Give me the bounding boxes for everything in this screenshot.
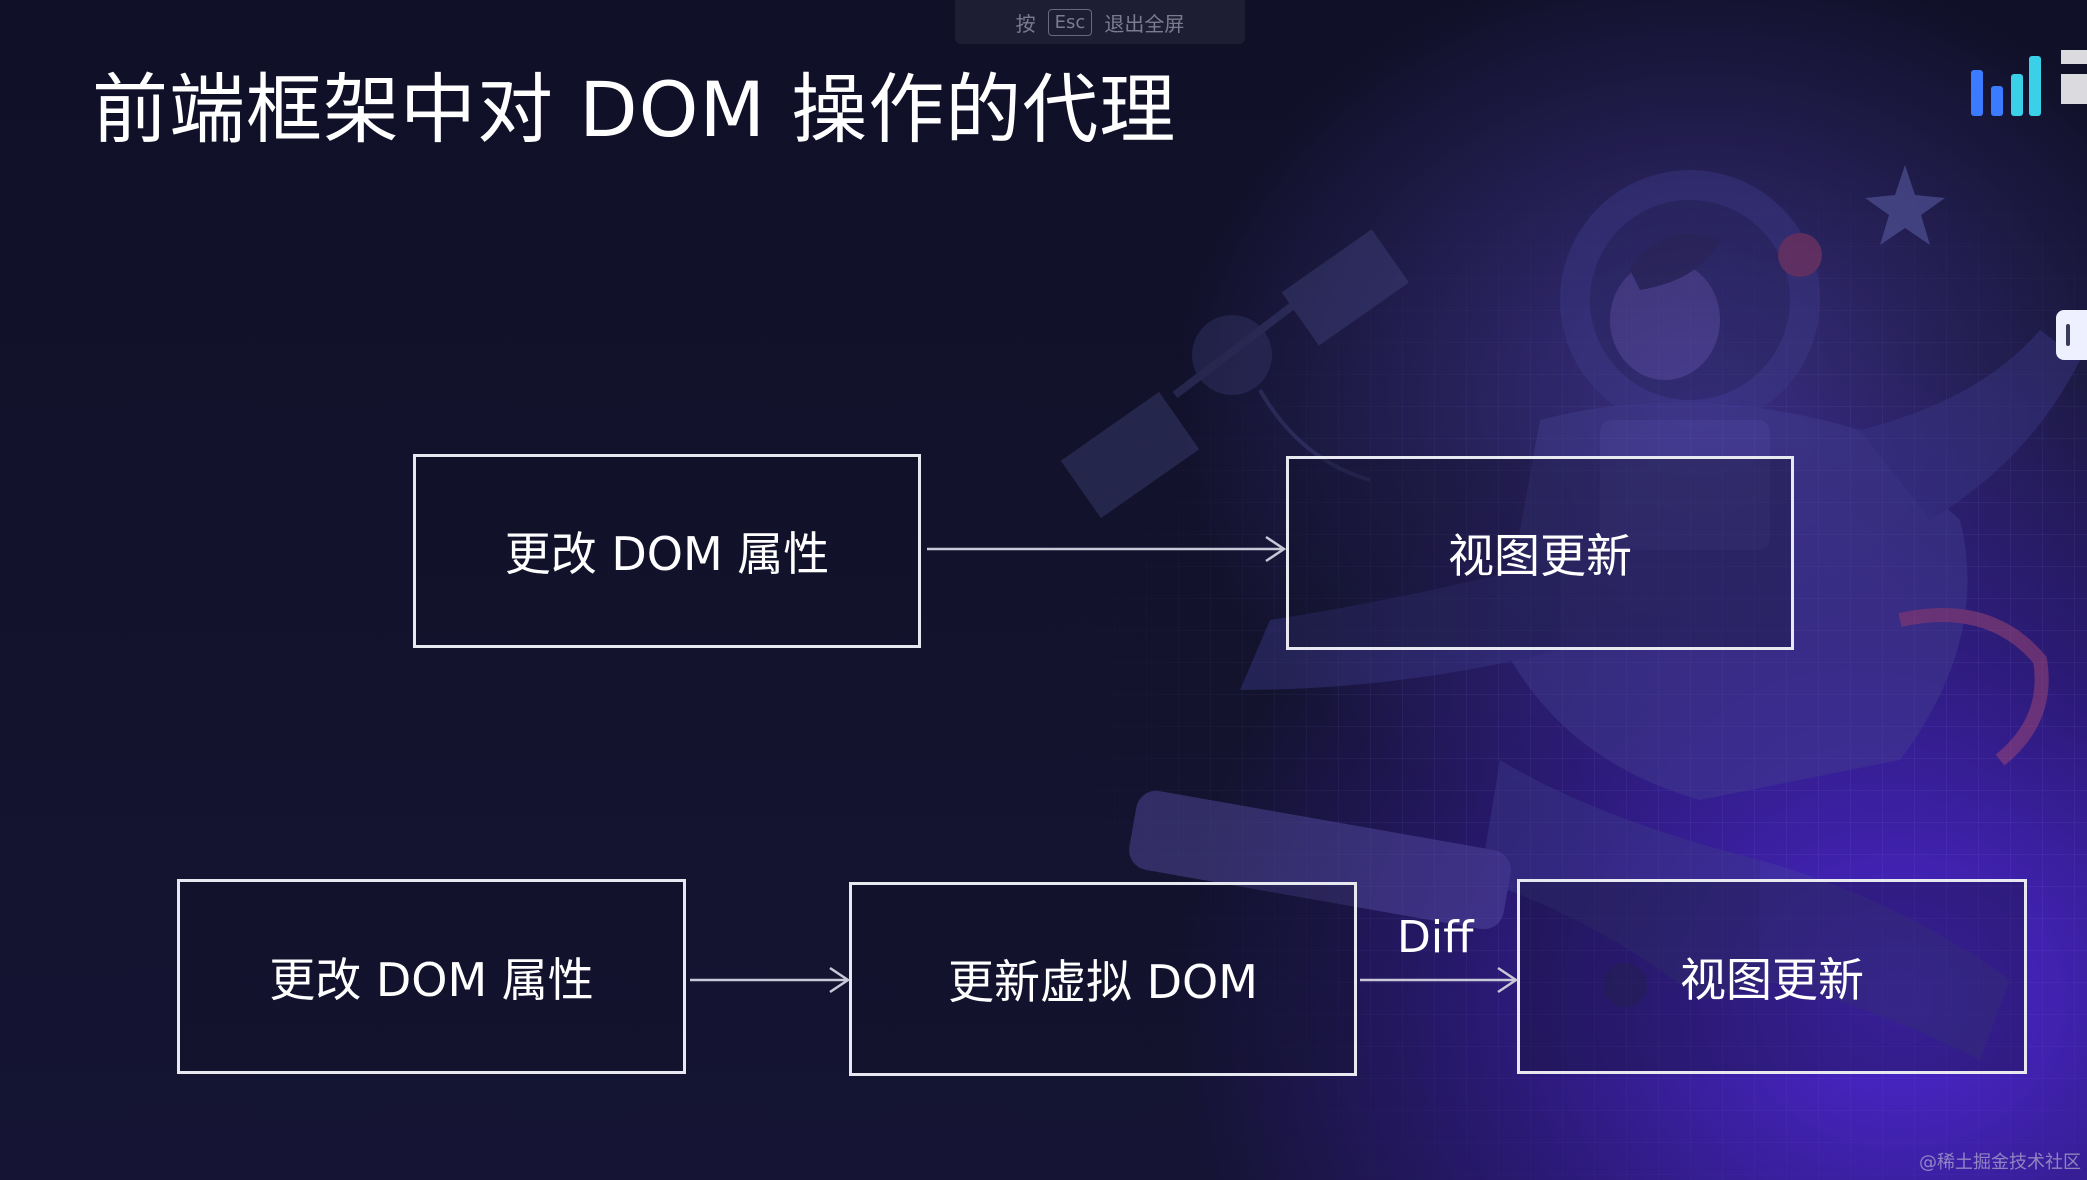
row1-change-dom-attr-label: 更改 DOM 属性 (504, 527, 830, 581)
row2-change-dom-attr-box: 更改 DOM 属性 (177, 879, 686, 1074)
row1-view-update-box: 视图更新 (1286, 456, 1794, 650)
side-panel-tab[interactable] (2056, 310, 2087, 360)
row1-change-dom-attr-box: 更改 DOM 属性 (413, 454, 921, 648)
bar-chart-logo-icon (1971, 50, 2087, 116)
row2-change-dom-attr-label: 更改 DOM 属性 (269, 952, 594, 1007)
row2-update-virtual-dom-box: 更新虚拟 DOM (849, 882, 1357, 1076)
diff-edge-label: Diff (1397, 912, 1474, 963)
esc-key-badge: Esc (1047, 8, 1093, 36)
background-grid (1050, 150, 2087, 1180)
row1-view-update-label: 视图更新 (1448, 529, 1632, 583)
row2-view-update-label: 视图更新 (1680, 952, 1864, 1007)
hint-action-text: 退出全屏 (1104, 11, 1185, 36)
hint-press-text: 按 (1015, 11, 1036, 36)
slide-title: 前端框架中对 DOM 操作的代理 (92, 65, 1177, 154)
source-watermark: @稀土掘金技术社区 (1919, 1152, 2081, 1173)
row2-update-virtual-dom-label: 更新虚拟 DOM (948, 955, 1258, 1009)
row2-view-update-box: 视图更新 (1517, 879, 2027, 1074)
fullscreen-exit-hint: 按 Esc 退出全屏 (955, 0, 1245, 44)
